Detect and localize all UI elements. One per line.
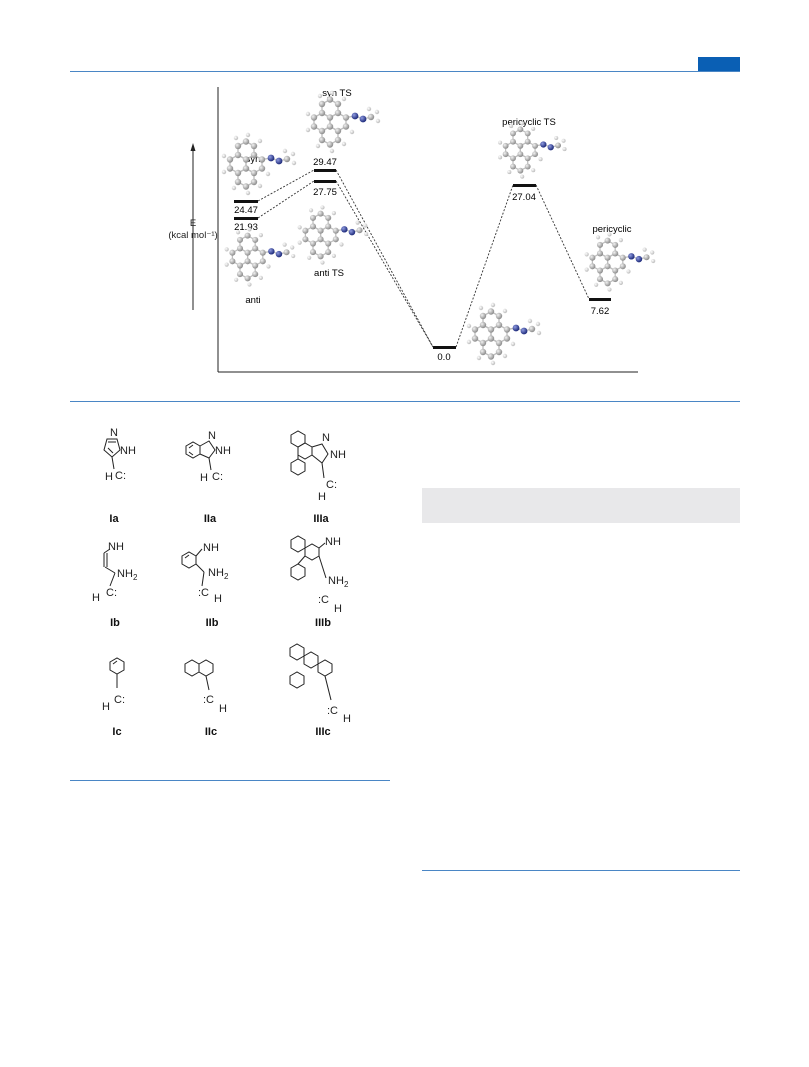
model-pericyclic-ts [497,120,568,180]
svg-text:H: H [343,713,351,725]
energy-value-zero: 0.0 [437,352,450,363]
svg-text:C:: C: [115,470,126,482]
svg-text:NH: NH [203,542,219,554]
energy-value-anti-ts: 27.75 [313,187,337,198]
energy-value-pericyclic: 7.62 [591,306,610,317]
svg-text::C: :C [318,594,329,606]
table-rule [422,870,740,871]
model-product [466,302,542,366]
label-IIIa: IIIa [313,513,329,525]
svg-text:2: 2 [224,572,229,581]
model-anti [223,226,296,288]
svg-text:H: H [92,592,100,604]
ring-Ia [103,438,121,458]
level-syn [234,200,258,203]
energy-value-syn-ts: 29.47 [313,157,337,168]
energy-value-anti: 21.93 [234,222,258,233]
label-IIa: IIa [204,513,217,525]
svg-text:H: H [334,603,342,615]
model-pericyclic [583,231,656,293]
label-IIIc: IIIc [315,726,330,738]
label-Ib: Ib [110,617,120,629]
svg-text:H: H [102,701,110,713]
svg-text:H: H [214,593,222,605]
level-anti [234,217,258,220]
svg-text:NH: NH [120,445,136,457]
state-label-anti: anti [245,295,260,306]
label-Ia: Ia [109,513,119,525]
svg-text::C: :C [203,694,214,706]
svg-text:NH: NH [330,449,346,461]
svg-text::C: :C [327,705,338,717]
level-pericyclic-ts [513,184,536,187]
label-IIc: IIc [205,726,217,738]
svg-text:2: 2 [133,573,138,582]
svg-text:NH: NH [325,536,341,548]
figure-rule [70,401,740,402]
svg-text:C:: C: [212,471,223,483]
svg-text:C:: C: [114,694,125,706]
level-syn-ts [314,169,336,172]
structure-chart: N NH H C: N NH H C: N NH C: H NH NH 2 H … [92,427,351,738]
energy-value-pericyclic-ts: 27.04 [512,192,536,203]
svg-text:NH: NH [215,445,231,457]
reaction-paths [257,169,590,348]
energy-diagram: E (kcal mol⁻¹) syn anti syn TS anti TS p… [168,87,656,373]
state-label-syn-ts: syn TS [322,88,351,99]
svg-text:NH: NH [117,568,133,580]
svg-text:NH: NH [328,575,344,587]
energy-value-syn: 24.47 [234,205,258,216]
label-Ic: Ic [112,726,121,738]
svg-text:N: N [322,432,330,444]
svg-text:N: N [110,427,118,439]
svg-text:C:: C: [326,479,337,491]
svg-text:C:: C: [106,587,117,599]
svg-text:H: H [200,472,208,484]
svg-text:NH: NH [208,567,224,579]
state-label-anti-ts: anti TS [314,268,344,279]
header-rule [70,71,740,72]
level-pericyclic [589,298,611,301]
state-label-syn: syn [246,154,261,165]
label-IIb: IIb [206,617,219,629]
svg-text:H: H [105,471,113,483]
table-header-band [422,488,740,523]
structures-rule [70,780,390,781]
ring-IIa-benzene [185,441,201,459]
model-syn-ts [305,90,381,154]
svg-text:NH: NH [108,541,124,553]
svg-text:H: H [318,491,326,503]
svg-text::C: :C [198,587,209,599]
energy-axis-unit: (kcal mol⁻¹) [168,230,217,241]
svg-text:N: N [208,430,216,442]
model-anti-ts [296,204,369,266]
state-label-pericyclic-ts: pericyclic TS [502,117,556,128]
energy-arrow-head [190,143,196,151]
svg-text:H: H [219,703,227,715]
ring-IIa-pyrazole [199,440,216,459]
level-zero [433,346,456,349]
energy-axis-label: E [190,218,196,229]
level-anti-ts [314,180,336,183]
label-IIIb: IIIb [315,617,331,629]
header-accent-tab [698,57,740,72]
ring-Ic [109,657,125,675]
svg-text:2: 2 [344,580,349,589]
state-label-pericyclic: pericyclic [592,224,631,235]
